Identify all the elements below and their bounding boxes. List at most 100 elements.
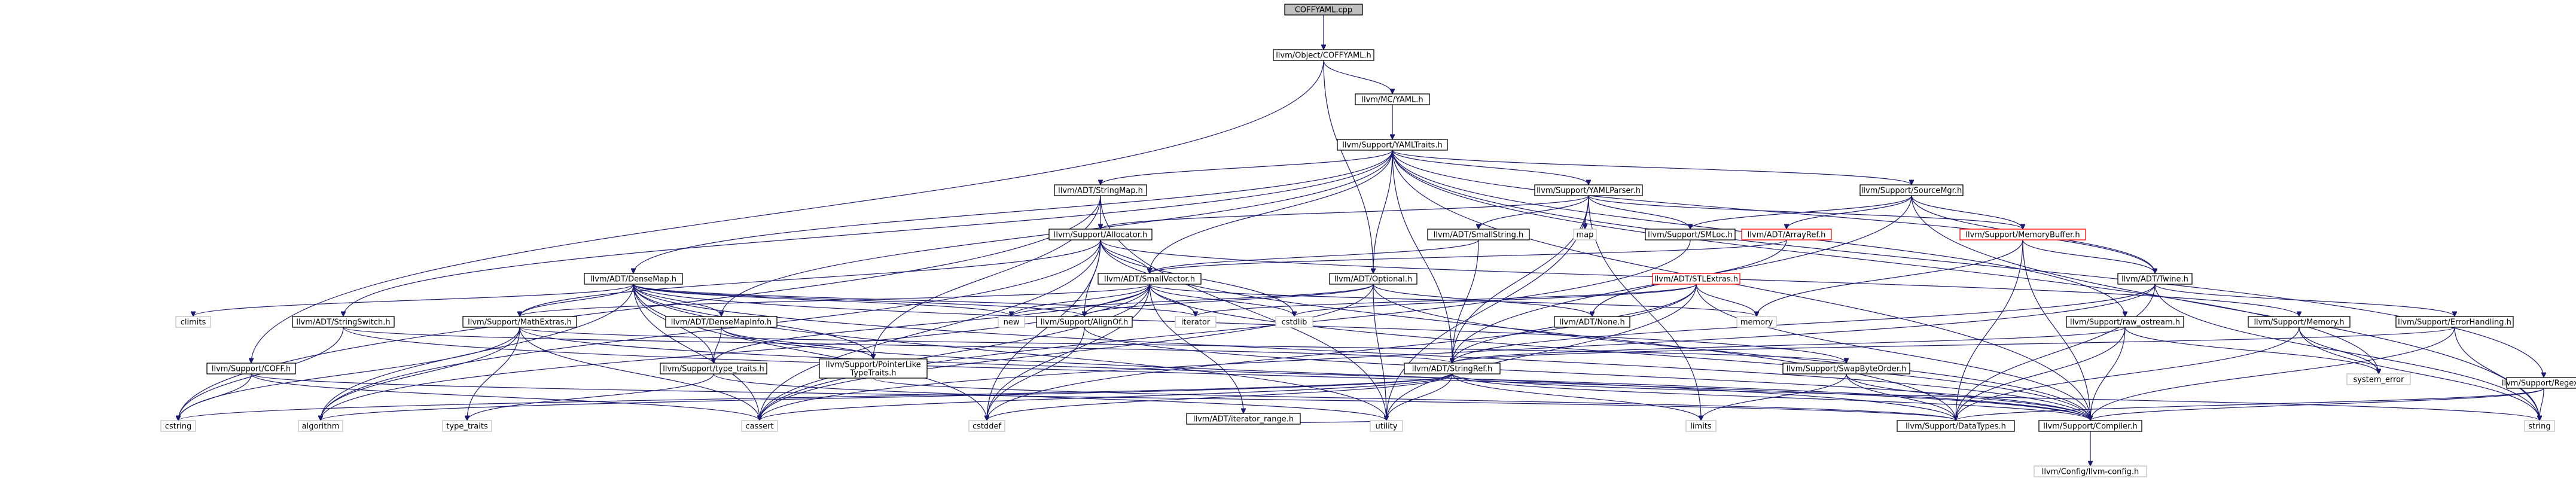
node-box [2066, 316, 2184, 328]
node-cassert[interactable]: cassert [741, 420, 778, 432]
node-climits[interactable]: climits [175, 316, 211, 328]
node-sourcemgr[interactable]: llvm/Support/SourceMgr.h [1859, 184, 1964, 196]
node-twine[interactable]: llvm/ADT/Twine.h [2117, 273, 2193, 285]
node-box [1337, 139, 1448, 151]
node-label: cassert [745, 422, 773, 431]
node-densemap[interactable]: llvm/ADT/DenseMap.h [584, 273, 683, 285]
node-cstdlib[interactable]: cstdlib [1275, 316, 1313, 328]
node-densemapinfo[interactable]: llvm/ADT/DenseMapInfo.h [665, 316, 778, 328]
node-stringswitch[interactable]: llvm/ADT/StringSwitch.h [292, 316, 395, 328]
node-smallstring[interactable]: llvm/ADT/SmallString.h [1427, 229, 1530, 240]
node-label: llvm/MC/YAML.h [1361, 96, 1423, 105]
node-label: cstddef [973, 422, 1002, 431]
edge-yamltraits-to-densemap [633, 150, 1393, 273]
edge-typetraitsl-to-typetraits [467, 373, 714, 421]
node-none[interactable]: llvm/ADT/None.h [1554, 316, 1630, 328]
node-label: llvm/ADT/SmallString.h [1434, 231, 1523, 240]
edge-stlextras-to-cstdlib [1294, 284, 1697, 317]
node-swapbyteorder[interactable]: llvm/Support/SwapByteOrder.h [1782, 363, 1910, 375]
edge-errorhandling-to-compiler [2090, 327, 2455, 421]
node-map[interactable]: map [1573, 229, 1597, 240]
node-limits[interactable]: limits [1685, 420, 1717, 432]
node-smallvector[interactable]: llvm/ADT/SmallVector.h [1098, 273, 1202, 285]
edge-allocator-to-mathextras [520, 239, 1101, 316]
node-root[interactable]: COFFYAML.cpp [1284, 4, 1363, 16]
node-memory[interactable]: memory [1736, 316, 1777, 328]
node-systemerror[interactable]: system_error [2346, 373, 2411, 385]
node-iterator[interactable]: iterator [1175, 316, 1217, 328]
node-smloc[interactable]: llvm/Support/SMLoc.h [1645, 229, 1736, 240]
edge-mathextras-to-algorithm [321, 327, 520, 421]
node-mathextras[interactable]: llvm/Support/MathExtras.h [462, 316, 577, 328]
edge-stringmap-to-pointerlike [873, 195, 1101, 359]
node-label: llvm/Support/SwapByteOrder.h [1787, 365, 1907, 374]
edge-rawostream-to-stringref [1452, 327, 2126, 364]
node-label: llvm/ADT/StringRef.h [1412, 365, 1492, 374]
node-stringref[interactable]: llvm/ADT/StringRef.h [1404, 363, 1501, 375]
node-box [1554, 316, 1630, 328]
node-alignof[interactable]: llvm/Support/AlignOf.h [1036, 316, 1133, 328]
node-stringmap[interactable]: llvm/ADT/StringMap.h [1054, 184, 1147, 196]
node-utility[interactable]: utility [1370, 420, 1403, 432]
node-stlextras[interactable]: llvm/ADT/STLExtras.h [1652, 273, 1740, 285]
node-supportmemory[interactable]: llvm/Support/Memory.h [2248, 316, 2351, 328]
node-iteratorrange[interactable]: llvm/ADT/iterator_range.h [1186, 413, 1301, 425]
edge-mathextras-to-cassert [519, 327, 760, 421]
edge-yamlparser-to-smallstring [1478, 195, 1589, 230]
node-label: cstdlib [1282, 318, 1307, 327]
edge-swapbyteorder-to-datatypes [1846, 373, 1956, 421]
edge-stlextras-to-memory [1696, 284, 1757, 317]
node-label: llvm/Support/YAMLParser.h [1537, 187, 1641, 196]
node-rawostream[interactable]: llvm/Support/raw_ostream.h [2066, 316, 2184, 328]
node-box [665, 316, 778, 328]
edge-arrayref-to-smallvector [1150, 239, 1787, 274]
node-yamltraits[interactable]: llvm/Support/YAMLTraits.h [1337, 139, 1448, 151]
node-compiler[interactable]: llvm/Support/Compiler.h [2038, 420, 2142, 432]
node-string[interactable]: string [2524, 420, 2555, 432]
edge-optional-to-utility [1373, 284, 1386, 421]
node-box [1741, 229, 1832, 240]
node-coffh[interactable]: llvm/Support/COFF.h [206, 363, 296, 375]
node-mcyaml[interactable]: llvm/MC/YAML.h [1355, 93, 1430, 105]
node-label: TypeTraits.h [849, 369, 896, 378]
edge-yamltraits-to-optional [1373, 150, 1393, 273]
edge-densemap-to-iterator [633, 284, 1196, 317]
node-arrayref[interactable]: llvm/ADT/ArrayRef.h [1741, 229, 1832, 240]
edge-yamltraits-to-systemerror [1392, 150, 2379, 374]
node-label: limits [1690, 422, 1712, 431]
node-box [1427, 229, 1530, 240]
node-cstring[interactable]: cstring [160, 420, 196, 432]
node-new[interactable]: new [998, 316, 1025, 328]
node-typetraitsl[interactable]: llvm/Support/type_traits.h [660, 363, 767, 375]
node-llvmconfig[interactable]: llvm/Config/llvm-config.h [2034, 465, 2147, 477]
node-label: cstring [165, 422, 191, 431]
edge-smloc-to-cassert [760, 239, 1691, 421]
node-algorithm[interactable]: algorithm [298, 420, 343, 432]
edge-coffh-to-cassert [251, 373, 760, 421]
edge-smallvector-to-cstdlib [1149, 284, 1294, 317]
node-optional[interactable]: llvm/ADT/Optional.h [1329, 273, 1417, 285]
node-coffyamlh[interactable]: llvm/Object/COFFYAML.h [1273, 49, 1374, 61]
node-box [1573, 229, 1597, 240]
node-errorhandling[interactable]: llvm/Support/ErrorHandling.h [2395, 316, 2514, 328]
node-regex[interactable]: llvm/Support/Regex.h [2502, 377, 2576, 389]
node-yamlparser[interactable]: llvm/Support/YAMLParser.h [1534, 184, 1643, 196]
node-typetraits[interactable]: type_traits [442, 420, 492, 432]
node-box [206, 363, 296, 375]
edge-supportmemory-to-datatypes [1956, 327, 2300, 421]
edge-yamltraits-to-stringswitch [343, 150, 1393, 316]
node-datatypes[interactable]: llvm/Support/DataTypes.h [1897, 420, 2015, 432]
node-allocator[interactable]: llvm/Support/Allocator.h [1048, 229, 1153, 240]
node-box [1098, 273, 1202, 285]
node-memorybuffer[interactable]: llvm/Support/MemoryBuffer.h [1959, 229, 2086, 240]
edge-yamltraits-to-smallvector [1150, 150, 1393, 273]
edge-densemapinfo-to-typetraitsl [714, 327, 722, 363]
node-box [1186, 413, 1301, 425]
edge-alignof-to-compiler [1084, 327, 2090, 421]
edge-stlextras-to-utility [1386, 284, 1697, 421]
node-box [968, 420, 1005, 432]
node-box [1370, 420, 1403, 432]
node-box [1959, 229, 2086, 240]
node-cstddef[interactable]: cstddef [968, 420, 1005, 432]
